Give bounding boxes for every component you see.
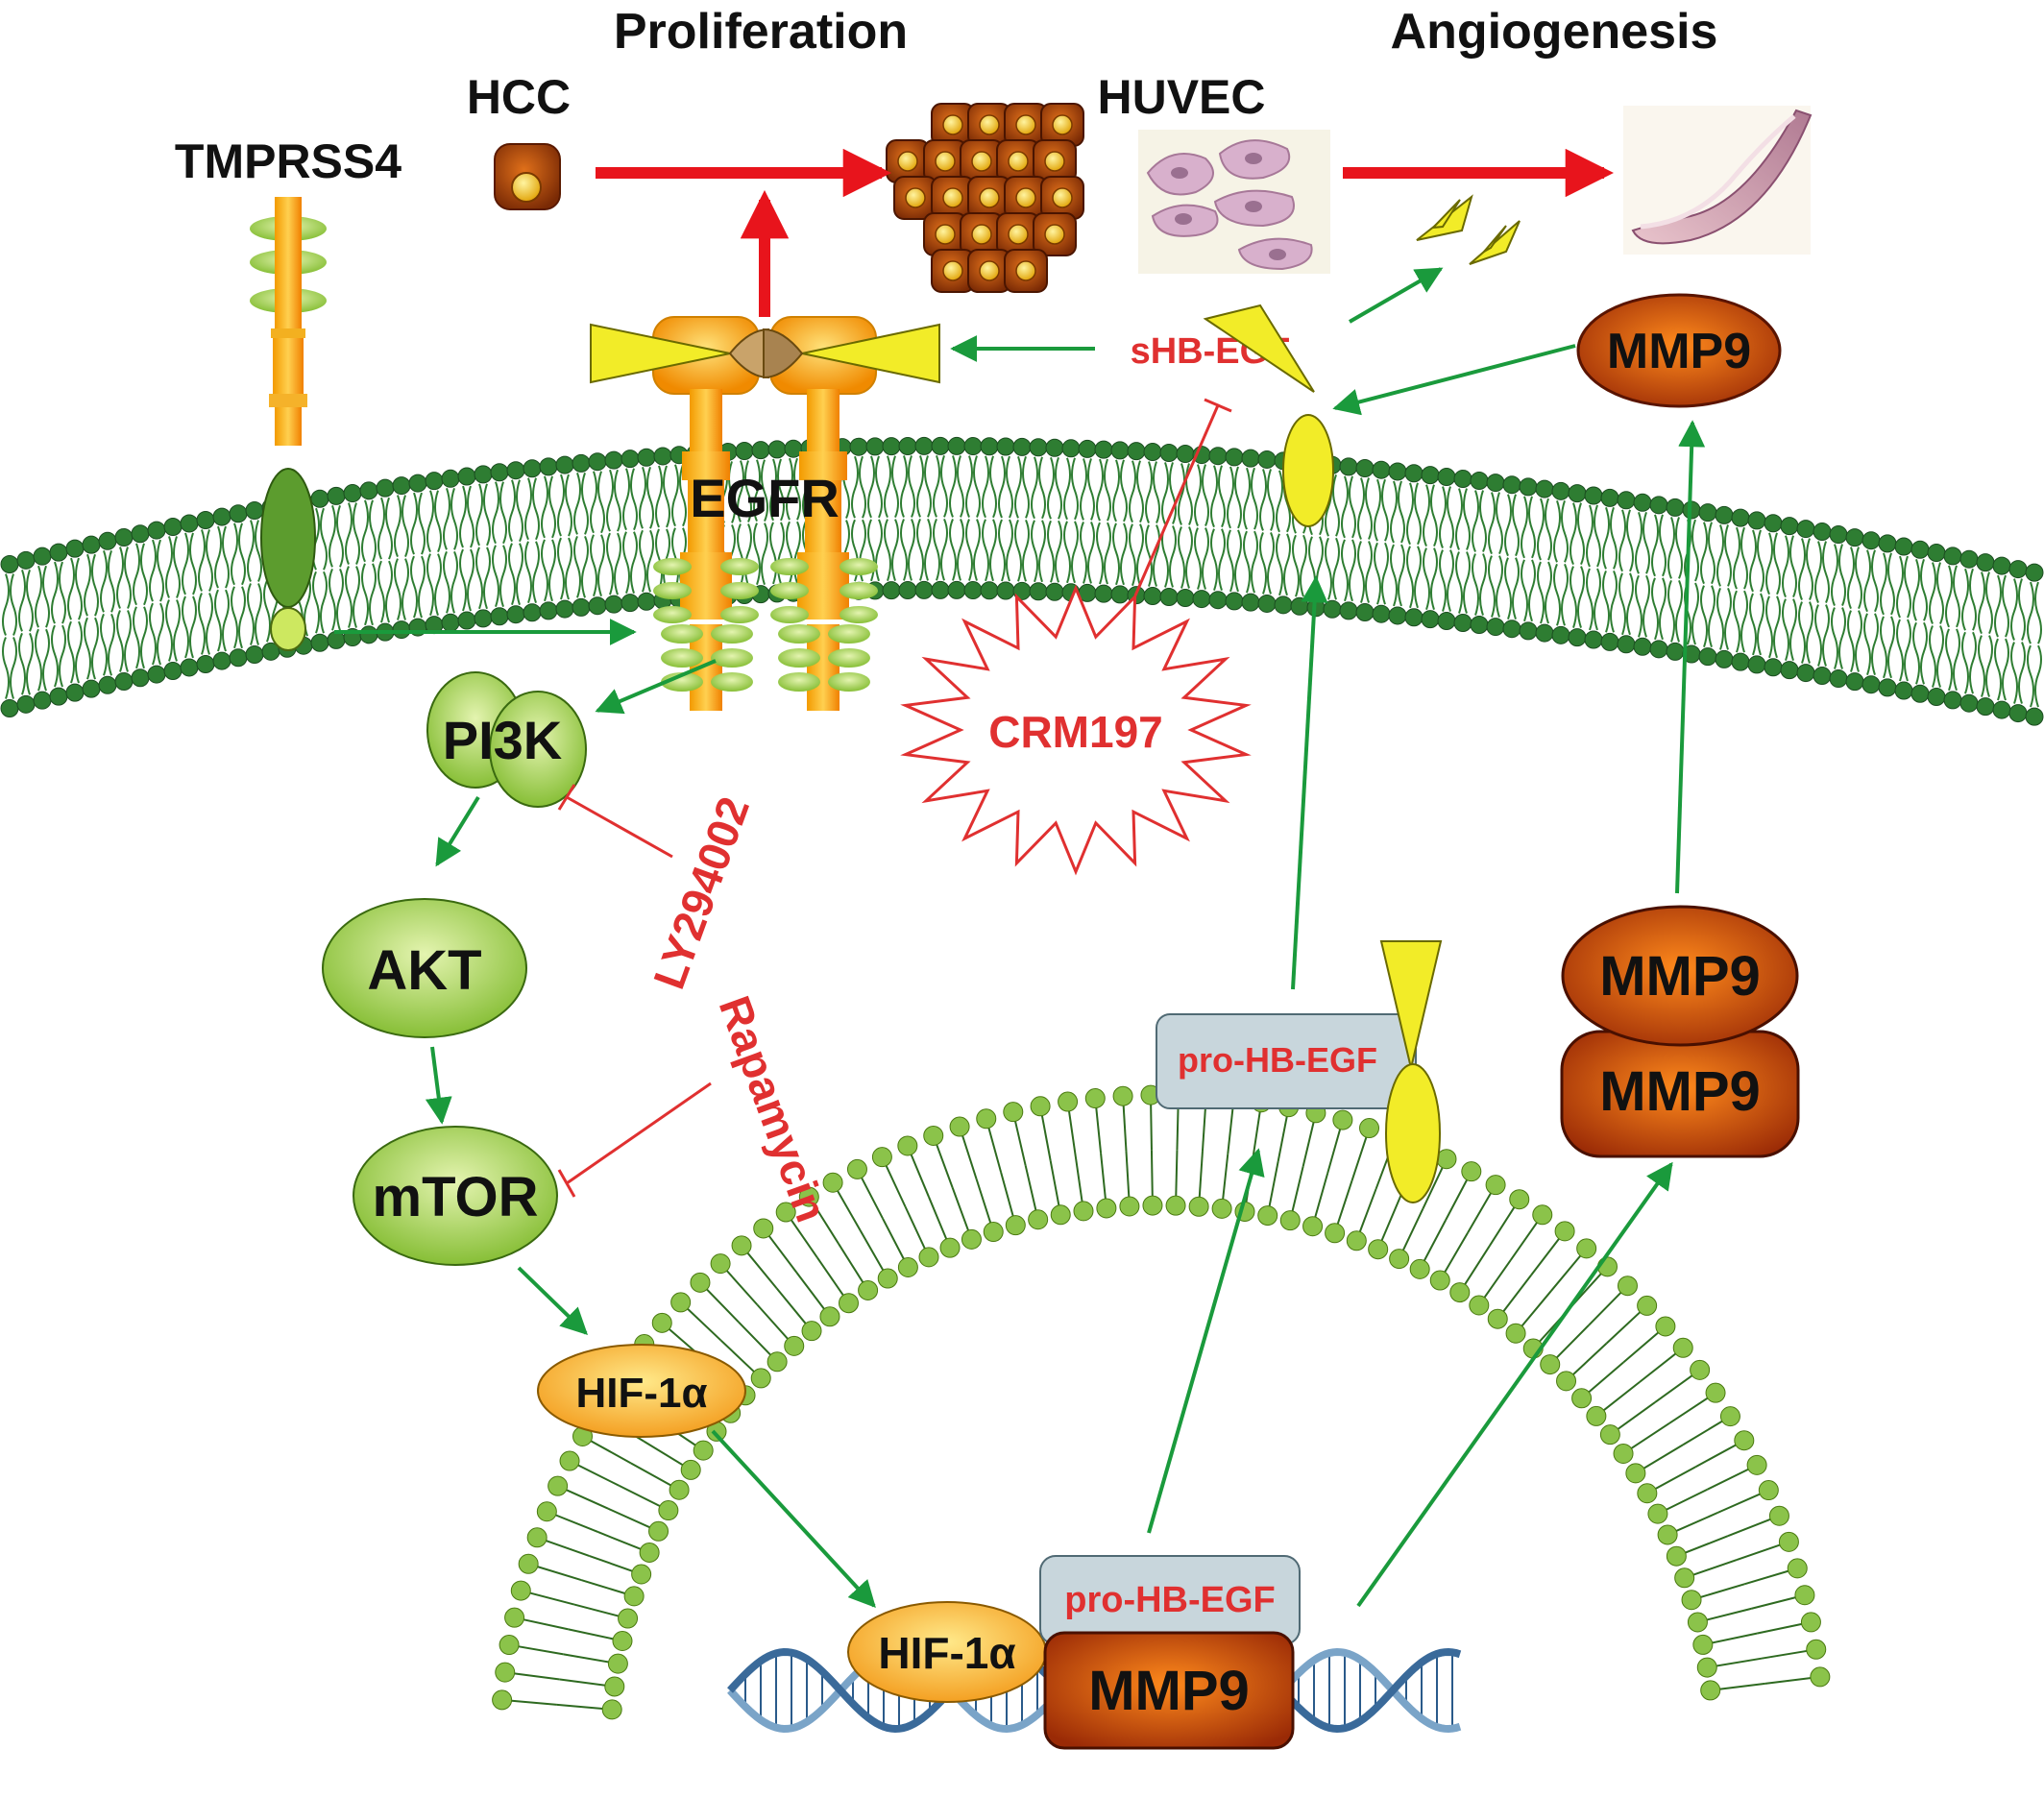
heading-proliferation: Proliferation	[614, 4, 908, 60]
hcc-cell-icon	[494, 143, 561, 210]
rapamycin-inhibition-bar	[557, 1169, 576, 1198]
hif-to-nucleus-arrow	[711, 1429, 876, 1609]
gene-to-pro-hb-egf-arrow	[1147, 1148, 1265, 1534]
pi3k-complex	[426, 671, 587, 808]
mmp9-lower-label: MMP9	[1599, 1060, 1761, 1123]
mmp9-extracellular	[1576, 293, 1782, 408]
egfr-to-pi3k-arrow	[595, 659, 717, 715]
mtor-node	[353, 1126, 558, 1266]
mmp9-secretion-arrow	[1675, 420, 1706, 894]
blood-vessel-icon	[1623, 106, 1813, 255]
crm197-label: CRM197	[988, 707, 1163, 757]
pi3k-to-akt-arrow	[435, 795, 480, 867]
ly294002-inhibition-bar	[557, 784, 576, 811]
pro-hb-egf-anchor	[1385, 1063, 1441, 1203]
shb-egf-ligand-icon	[1203, 304, 1315, 393]
hif1a-cytoplasmic-label: HIF-1α	[575, 1370, 707, 1417]
crm197-starburst	[900, 584, 1252, 876]
egfr-label: EGFR	[690, 468, 840, 528]
egfr-receptor-dimer	[590, 316, 940, 711]
membrane-hb-egf-oval	[1282, 414, 1334, 527]
mtor-label: mTOR	[373, 1166, 539, 1228]
mmp9-upper-subunit	[1561, 905, 1799, 1047]
akt-label: AKT	[367, 939, 481, 1002]
hcc-label: HCC	[467, 70, 571, 124]
heading-angiogenesis: Angiogenesis	[1391, 4, 1718, 60]
pi3k-label: PI3K	[443, 710, 563, 770]
tmprss4-label: TMPRSS4	[175, 134, 402, 188]
hif1a-cytoplasmic	[537, 1344, 746, 1438]
hcc-cluster-icon	[886, 103, 1084, 293]
shb-egf-ligand-flying-icon	[1416, 194, 1521, 265]
gene-to-mmp9-arrow	[1356, 1161, 1673, 1608]
ly294002-label: LY294002	[644, 790, 759, 995]
pro-hb-egf-protein	[1156, 1013, 1417, 1109]
ly294002-inhibition-line	[566, 795, 673, 859]
crm197-inhibition-bar	[1204, 398, 1232, 413]
mmp9-extracellular-label: MMP9	[1607, 324, 1751, 379]
akt-to-mtor-arrow	[425, 1046, 452, 1125]
crm197-inhibition-line	[1133, 404, 1220, 596]
mmp9-gene	[1043, 1631, 1295, 1750]
mmp9-to-hb-egf-arrow	[1332, 344, 1576, 416]
huvec-cells-icon	[1138, 130, 1330, 274]
pro-hb-egf-gene-label: pro-HB-EGF	[1064, 1580, 1276, 1620]
tmprss4-protein	[250, 197, 327, 651]
mtor-to-hif-arrow	[517, 1266, 589, 1335]
hif1a-nuclear-label: HIF-1α	[878, 1628, 1015, 1678]
shb-egf-to-huvec-arrow	[1348, 267, 1444, 324]
pro-hb-egf-protein-label: pro-HB-EGF	[1178, 1040, 1377, 1080]
pro-hb-egf-ligand-icon	[1379, 940, 1443, 1069]
pro-hb-egf-to-membrane-arrow	[1291, 575, 1328, 990]
mmp9-gene-label: MMP9	[1088, 1660, 1250, 1722]
huvec-label: HUVEC	[1097, 70, 1265, 124]
rapamycin-label: Rapamycin	[710, 989, 838, 1227]
mmp9-upper-label: MMP9	[1599, 945, 1761, 1008]
rapamycin-inhibition-line	[566, 1081, 712, 1185]
akt-node	[322, 898, 527, 1038]
